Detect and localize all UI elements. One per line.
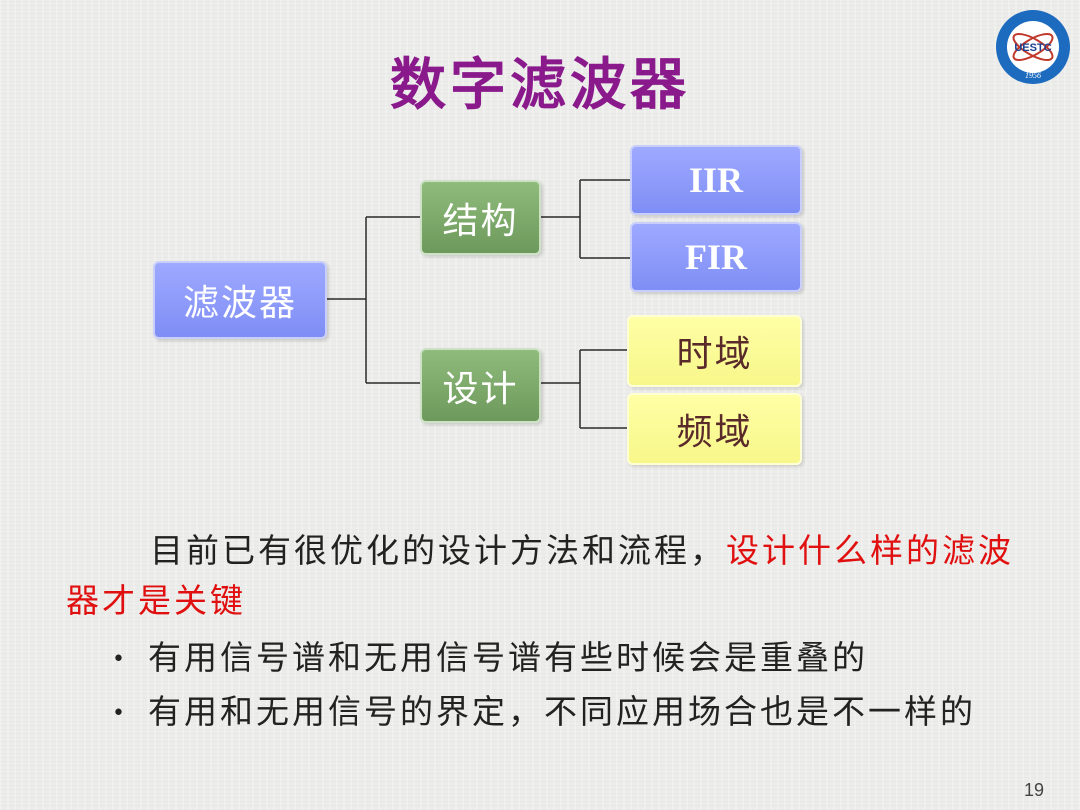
- node-iir-label: IIR: [688, 160, 744, 200]
- paragraph-normal-text: 目前已有很优化的设计方法和流程，: [150, 531, 726, 570]
- node-design-label: 设计: [442, 368, 519, 410]
- bullet-text: 有用信号谱和无用信号谱有些时候会是重叠的: [148, 638, 868, 677]
- page-number: 19: [1024, 780, 1045, 800]
- body-paragraph: 目前已有很优化的设计方法和流程，设计什么样的滤波器才是关键: [66, 526, 1041, 626]
- bullet-list: • 有用信号谱和无用信号谱有些时候会是重叠的 • 有用和无用信号的界定，不同应用场合…: [112, 632, 976, 740]
- slide-title: 数字滤波器: [390, 52, 690, 118]
- node-structure-label: 结构: [442, 200, 519, 242]
- node-fir-label: FIR: [685, 237, 747, 277]
- node-frequency-domain-label: 频域: [676, 412, 753, 453]
- node-structure: 结构: [420, 180, 541, 255]
- node-root-label: 滤波器: [182, 283, 297, 324]
- university-seal-icon: UESTC 1956: [996, 10, 1070, 84]
- node-design: 设计: [420, 348, 541, 423]
- list-item: • 有用和无用信号的界定，不同应用场合也是不一样的: [112, 686, 976, 740]
- logo-year: 1956: [1025, 71, 1041, 80]
- bullet-dot-icon: •: [112, 701, 128, 726]
- logo-inner-text: UESTC: [1014, 42, 1051, 54]
- node-root-filter: 滤波器: [153, 261, 327, 339]
- node-time-domain-label: 时域: [676, 334, 753, 375]
- node-iir: IIR: [630, 145, 802, 215]
- paragraph-highlight-text: 设计什么样的滤波器才是关键: [66, 531, 1014, 620]
- node-frequency-domain: 频域: [627, 393, 802, 465]
- bullet-text: 有用和无用信号的界定，不同应用场合也是不一样的: [148, 692, 976, 731]
- node-fir: FIR: [630, 222, 802, 292]
- list-item: • 有用信号谱和无用信号谱有些时候会是重叠的: [112, 632, 976, 686]
- bullet-dot-icon: •: [112, 647, 128, 672]
- node-time-domain: 时域: [627, 315, 802, 387]
